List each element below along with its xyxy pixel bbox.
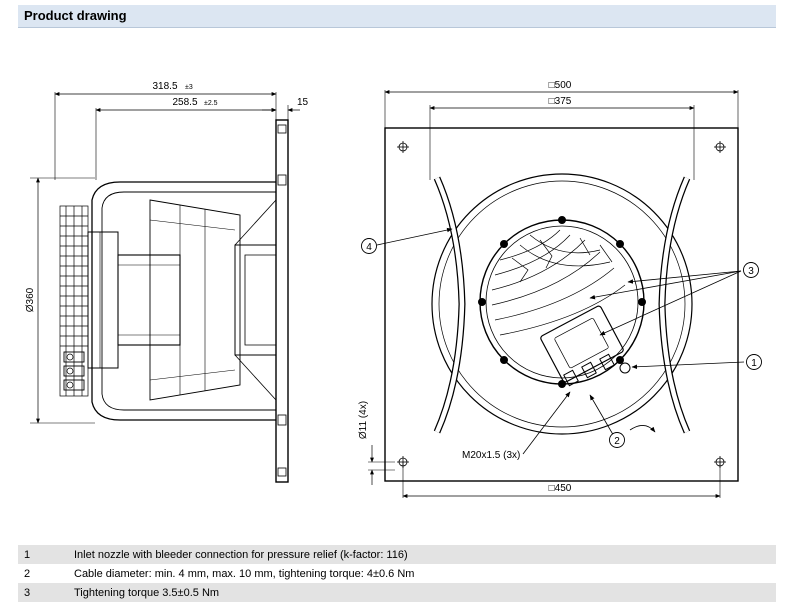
side-view: [30, 92, 300, 483]
dim-overall-length: 318.5: [152, 81, 177, 92]
dim-diameter: Ø360: [25, 287, 36, 312]
product-drawing: 318.5 ±3 258.5 ±2.5 15 Ø360: [25, 80, 762, 498]
legend-text: Tightening torque 3.5±0.5 Nm: [68, 583, 776, 602]
svg-text:1: 1: [751, 358, 757, 369]
callout-1: 1: [746, 354, 762, 370]
legend-number: 1: [18, 545, 68, 564]
legend-number: 3: [18, 583, 68, 602]
dim-mount-holes: Ø11 (4x): [358, 401, 369, 439]
callout-3: 3: [743, 262, 759, 278]
legend-row: 2 Cable diameter: min. 4 mm, max. 10 mm,…: [18, 564, 776, 583]
legend-number: 2: [18, 564, 68, 583]
legend-row: 1 Inlet nozzle with bleeder connection f…: [18, 545, 776, 564]
svg-text:3: 3: [748, 266, 754, 277]
dim-inner-length: 258.5: [172, 97, 197, 108]
callout-2: 2: [609, 432, 625, 448]
dim-inner-tolerance: ±2.5: [204, 100, 218, 107]
legend-text: Inlet nozzle with bleeder connection for…: [68, 545, 776, 564]
svg-text:4: 4: [366, 242, 372, 253]
legend-text: Cable diameter: min. 4 mm, max. 10 mm, t…: [68, 564, 776, 583]
front-view: [368, 90, 739, 498]
dim-cable-gland: M20x1.5 (3x): [462, 450, 520, 461]
dim-flange-thickness: 15: [297, 97, 309, 108]
legend-row: 3 Tightening torque 3.5±0.5 Nm: [18, 583, 776, 602]
dim-hole-spacing: □375: [549, 96, 572, 107]
section-title: Product drawing: [24, 8, 127, 23]
dim-overall-tolerance: ±3: [185, 84, 193, 91]
dim-plate-width: □500: [549, 80, 572, 91]
section-header: Product drawing: [18, 5, 776, 28]
dim-base-spacing: □450: [549, 483, 572, 494]
leader-lines: [376, 227, 745, 455]
svg-text:2: 2: [614, 436, 620, 447]
callout-4: 4: [361, 238, 377, 254]
legend-table: 1 Inlet nozzle with bleeder connection f…: [18, 545, 776, 602]
